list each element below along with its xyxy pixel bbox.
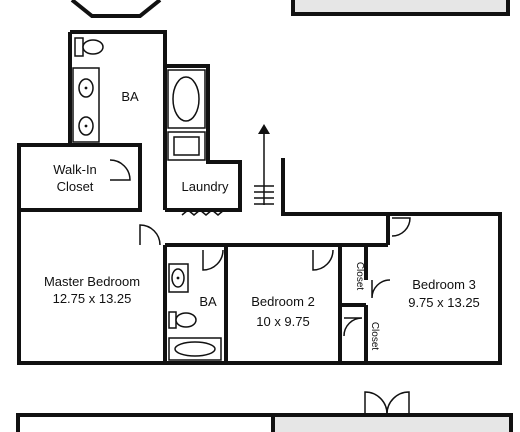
lower-bath-label: BA	[199, 294, 217, 309]
stairs-arrow-head	[258, 124, 270, 134]
lower-bath-door	[202, 249, 224, 271]
laundry-fixtures	[181, 209, 225, 216]
adjacent-structures	[16, 0, 513, 432]
bathtub-basin-upper	[172, 76, 200, 122]
toilet-bowl-upper	[82, 39, 104, 55]
bedroom-2-door	[312, 249, 334, 271]
bedroom-2-size: 10 x 9.75	[256, 314, 310, 329]
lower-bath-fixtures	[168, 249, 224, 361]
closet-b-label: Closet	[369, 322, 380, 351]
master-bedroom-door	[139, 224, 161, 246]
bedroom-3-label: Bedroom 3	[412, 277, 476, 292]
laundry-label: Laundry	[182, 179, 229, 194]
walk-in-closet-wall	[19, 143, 142, 212]
double-door-left	[364, 391, 388, 415]
top-left-bay-outline	[70, 0, 162, 18]
closet-doors	[343, 279, 391, 337]
stairs	[254, 124, 274, 205]
toilet-tank-upper	[74, 37, 84, 57]
exterior-wall-left	[70, 30, 242, 212]
walk-in-closet-label-line1: Walk-In	[53, 162, 97, 177]
exterior-wall-left-west	[17, 32, 502, 365]
master-bedroom-label: Master Bedroom	[44, 274, 140, 289]
master-bedroom-size: 12.75 x 13.25	[53, 291, 132, 306]
toilet-tank-lower	[168, 311, 177, 329]
top-right-room-outline	[291, 0, 510, 16]
toilet-bowl-lower	[175, 312, 197, 328]
walk-in-closet-label-line2: Closet	[57, 179, 94, 194]
walk-in-closet-door	[109, 159, 131, 181]
double-door-right	[386, 391, 410, 415]
bedroom-3-door	[391, 217, 411, 237]
bedroom-2-label: Bedroom 2	[251, 294, 315, 309]
bottom-left-room-outline	[16, 413, 275, 432]
bottom-right-room-outline	[271, 413, 513, 432]
bedroom-3-size: 9.75 x 13.25	[408, 295, 480, 310]
laundry-door-zigzag	[181, 209, 225, 216]
exterior-walls	[17, 30, 502, 365]
upper-bath-fixtures	[72, 37, 206, 161]
upper-bath-label: BA	[121, 89, 139, 104]
closet-a-label: Closet	[354, 262, 365, 291]
